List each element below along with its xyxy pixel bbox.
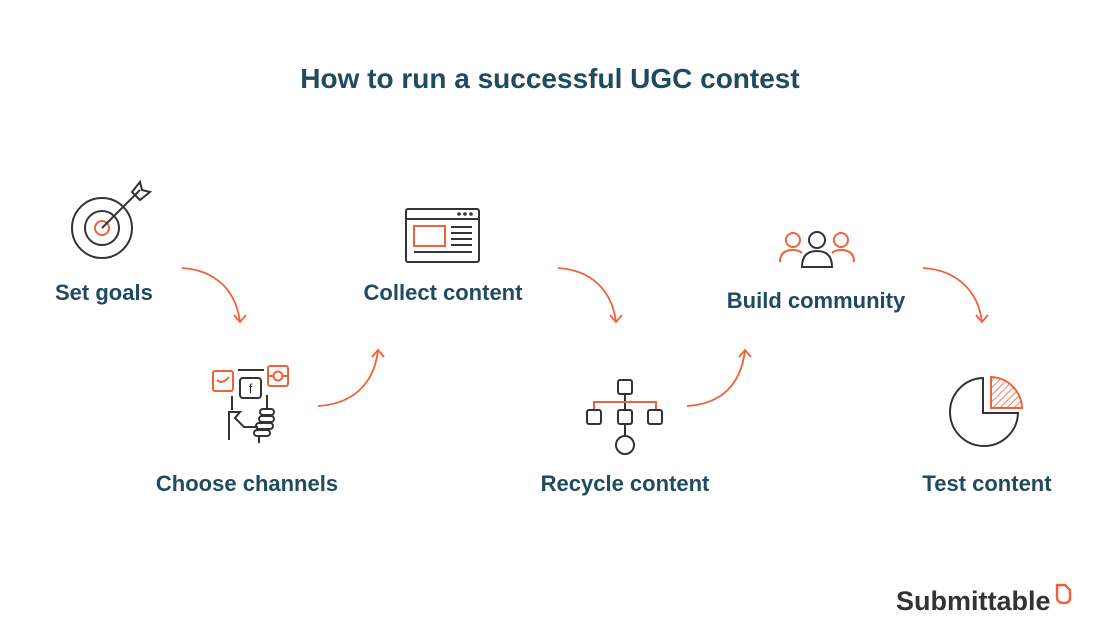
hierarchy-icon bbox=[586, 379, 663, 455]
step-label-recycle-content: Recycle content bbox=[541, 471, 710, 496]
step-label-test-content: Test content bbox=[922, 471, 1052, 496]
logo-mark-icon bbox=[1055, 583, 1072, 605]
pie-chart-icon bbox=[949, 375, 1024, 447]
arrow-2 bbox=[317, 348, 385, 407]
page-title: How to run a successful UGC contest bbox=[300, 63, 799, 94]
submittable-logo: Submittable bbox=[896, 583, 1072, 616]
social-phone-icon: f bbox=[212, 365, 289, 443]
arrow-3 bbox=[557, 267, 623, 324]
arrow-1 bbox=[181, 267, 247, 324]
arrow-4 bbox=[686, 348, 752, 407]
step-label-set-goals: Set goals bbox=[55, 280, 153, 305]
svg-text:f: f bbox=[249, 381, 253, 396]
step-label-collect-content: Collect content bbox=[364, 280, 524, 305]
people-icon bbox=[779, 231, 855, 268]
browser-window-icon bbox=[405, 208, 480, 263]
arrow-5 bbox=[922, 267, 989, 324]
brand-name: Submittable bbox=[896, 586, 1051, 616]
target-icon bbox=[71, 179, 153, 259]
step-label-choose-channels: Choose channels bbox=[156, 471, 338, 496]
step-label-build-community: Build community bbox=[727, 288, 906, 313]
